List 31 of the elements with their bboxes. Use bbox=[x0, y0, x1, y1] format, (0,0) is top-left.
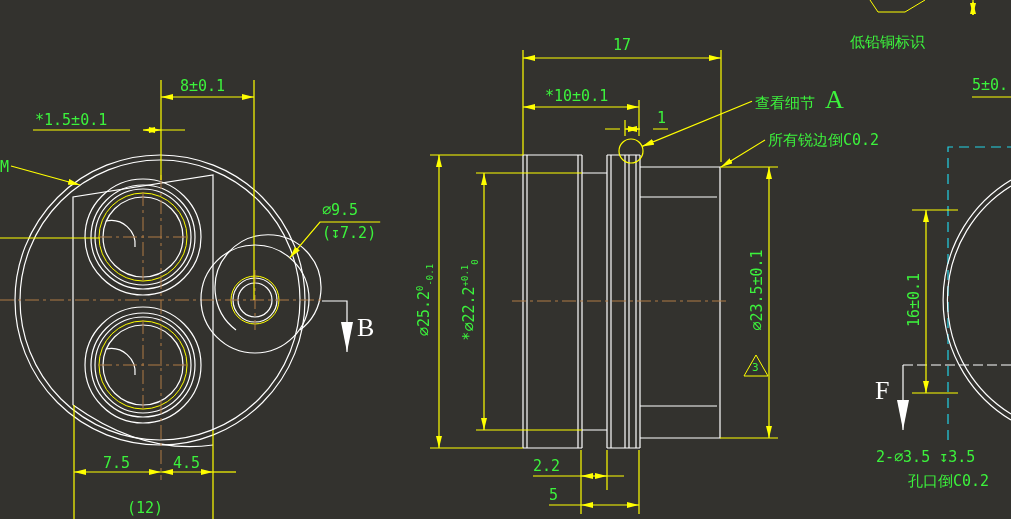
dimension-text: 16±0.1 bbox=[906, 272, 922, 328]
note-text: 孔口倒C0.2 bbox=[908, 474, 990, 489]
note-text: 2-∅3.5 ↧3.5 bbox=[876, 450, 976, 465]
leader-line bbox=[10, 165, 81, 186]
boss-outline bbox=[200, 244, 310, 354]
dimension-text: (12) bbox=[127, 501, 164, 516]
leader-line bbox=[720, 139, 766, 168]
note-text: 低铅铜标识 bbox=[850, 35, 925, 50]
detail-circle bbox=[618, 138, 644, 164]
view-letter: B bbox=[357, 315, 375, 341]
dimension-text: 7.5 bbox=[103, 456, 131, 471]
callout-text: 查看细节 bbox=[755, 96, 815, 111]
callout-text: (↧7.2) bbox=[322, 226, 377, 241]
dimension-text: 1 bbox=[657, 111, 667, 126]
dimension-text: *1.5±0.1 bbox=[35, 113, 108, 128]
dimension-text: 5 bbox=[549, 488, 559, 503]
callout-text: ∅9.5 bbox=[322, 203, 360, 218]
callout-text: M bbox=[0, 160, 10, 175]
dimension-text: 4.5 bbox=[173, 456, 201, 471]
callout-text: 所有锐边倒C0.2 bbox=[768, 133, 880, 148]
dimension-text: 8±0.1 bbox=[180, 79, 226, 94]
dimension-text: ∅23.5±0.1 bbox=[749, 249, 765, 331]
symbol-number: 3 bbox=[752, 362, 759, 373]
dimension-text: *10±0.1 bbox=[545, 89, 609, 104]
dimension-text: 5±0. bbox=[972, 78, 1009, 93]
view-letter: F bbox=[875, 378, 890, 404]
leader-line bbox=[641, 100, 753, 147]
callout-text: A bbox=[825, 87, 844, 113]
dimension-text: 17 bbox=[613, 38, 632, 53]
dimension-text: 2.2 bbox=[533, 459, 561, 474]
leader-line bbox=[289, 221, 381, 259]
